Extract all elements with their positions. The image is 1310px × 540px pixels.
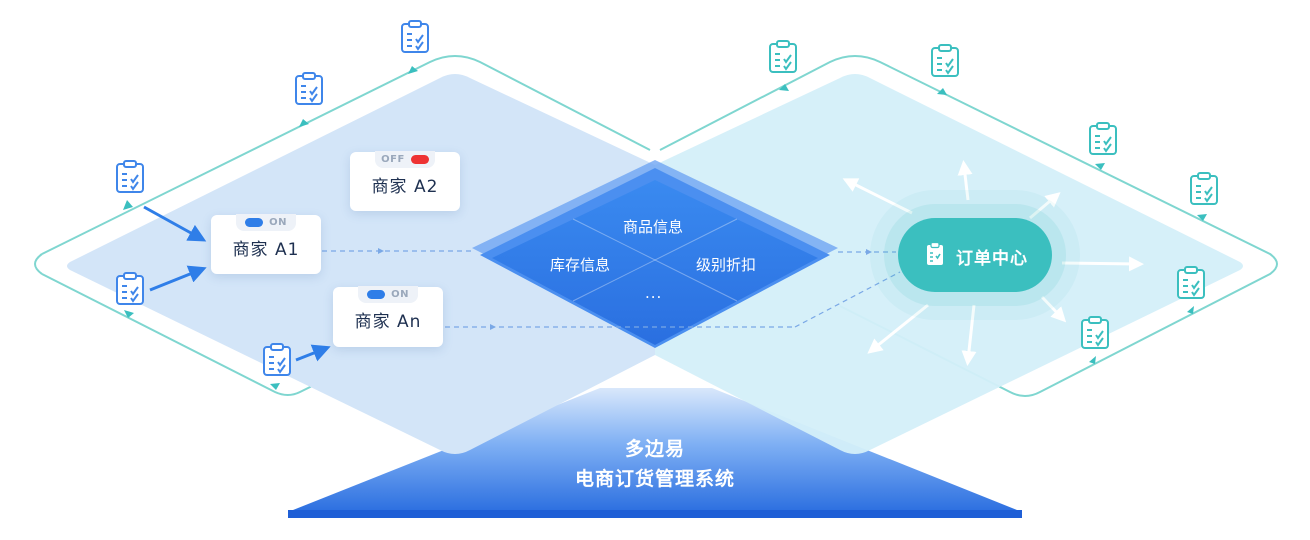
system-pedestal (288, 388, 1022, 512)
clipboard-icon (1081, 316, 1109, 349)
flow-chevrons (378, 248, 872, 330)
merchant-card-a2[interactable]: OFF 商家 A2 (350, 151, 460, 211)
merchant-outline-ring-lower (41, 273, 471, 396)
toggle-switch[interactable]: ON (236, 214, 296, 231)
merchant-arrows (143, 205, 331, 362)
level-discount-label: 级别折扣 (696, 256, 757, 274)
order-center-label: 订单中心 (956, 249, 1028, 269)
merchant-label: 商家 A2 (371, 177, 439, 197)
more-ellipsis-label: ... (645, 284, 663, 302)
clipboard-icon (1089, 122, 1117, 155)
clipboard-icon (263, 343, 291, 376)
clipboard-icon (931, 44, 959, 77)
clipboard-icon (401, 20, 429, 53)
outline-arrows (123, 66, 1207, 390)
merchant-card-an[interactable]: ON 商家 An (333, 286, 443, 347)
toggle-state: ON (269, 217, 287, 228)
clipboard-icon (1177, 266, 1205, 299)
toggle-knob-off (410, 155, 429, 164)
system-brand: 多边易 (624, 438, 685, 460)
toggle-state: OFF (381, 154, 405, 165)
clipboard-icon (295, 72, 323, 105)
merchant-label: 商家 An (354, 312, 422, 332)
toggle-state: ON (391, 289, 409, 300)
center-diamond (492, 180, 818, 345)
pedestal-edge (288, 510, 1022, 518)
clipboard-icon (116, 160, 144, 193)
clipboard-icon (1190, 172, 1218, 205)
product-info-label: 商品信息 (623, 218, 684, 236)
order-outline-ring (659, 55, 1278, 397)
clipboard-icon (769, 40, 797, 73)
order-radial-arrows (842, 160, 1144, 366)
merchant-card-a1[interactable]: ON 商家 A1 (211, 214, 321, 274)
toggle-knob-on (245, 218, 264, 227)
clipboard-icon (927, 242, 943, 265)
toggle-switch[interactable]: OFF (375, 151, 435, 168)
toggle-switch[interactable]: ON (358, 286, 418, 303)
system-name: 电商订货管理系统 (574, 468, 735, 490)
order-center-hub[interactable]: 订单中心 (898, 218, 1052, 292)
clipboard-icon (116, 272, 144, 305)
merchant-outline-ring (41, 55, 651, 255)
merchant-zone (67, 74, 655, 454)
merchant-label: 商家 A1 (232, 240, 300, 260)
inventory-info-label: 库存信息 (550, 256, 611, 274)
toggle-knob-on (367, 290, 386, 299)
